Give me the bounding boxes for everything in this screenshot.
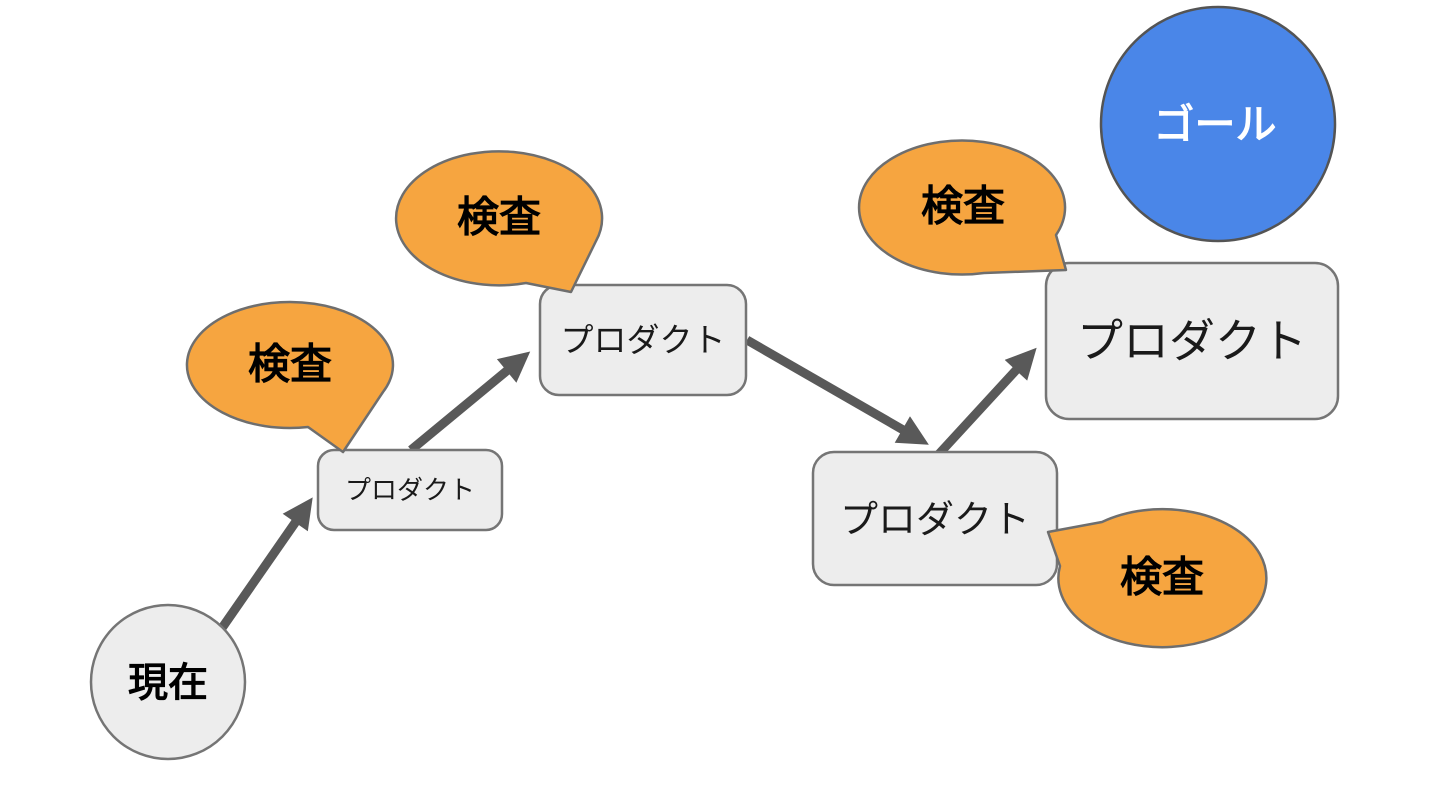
product-label-1: プロダクト: [345, 475, 475, 505]
goal-node: ゴール: [1099, 5, 1337, 243]
product-box-4: プロダクト: [1044, 261, 1340, 421]
product-rect-2: [538, 283, 748, 397]
current-circle: [89, 603, 247, 761]
arrow-product-2-to-product-3: [744, 336, 929, 445]
product-rect-1: [316, 448, 504, 532]
product-label-4: プロダクト: [1077, 315, 1307, 367]
speech-bubble-shape-3: [857, 139, 1068, 276]
product-rect-3: [811, 450, 1059, 587]
inspection-label-2: 検査: [457, 194, 541, 241]
inspection-label-4: 検査: [1120, 554, 1204, 601]
product-box-1: プロダクト: [316, 448, 504, 532]
inspection-bubble-4: 検査: [1046, 507, 1268, 649]
product-box-3: プロダクト: [811, 450, 1059, 587]
arrow-product-1-to-product-2: [408, 351, 531, 454]
inspection-label-1: 検査: [248, 341, 332, 388]
speech-bubble-shape-4: [1046, 507, 1268, 649]
product-rect-4: [1044, 261, 1340, 421]
product-box-2: プロダクト: [538, 283, 748, 397]
inspection-bubble-1: 検査: [185, 300, 395, 454]
arrow-current-to-product-1: [218, 497, 313, 631]
inspection-label-3: 検査: [921, 183, 1005, 230]
inspection-bubble-3: 検査: [857, 139, 1068, 276]
speech-bubble-shape-2: [394, 150, 604, 294]
goal-circle: [1099, 5, 1337, 243]
inspection-bubble-2: 検査: [394, 150, 604, 294]
goal-label: ゴール: [1154, 101, 1277, 147]
current-node: 現在: [89, 603, 247, 761]
current-label: 現在: [128, 661, 208, 705]
product-label-3: プロダクト: [840, 499, 1030, 541]
product-label-2: プロダクト: [561, 322, 726, 359]
speech-bubble-shape-1: [185, 300, 395, 454]
arrow-product-3-to-product-4: [934, 347, 1037, 459]
